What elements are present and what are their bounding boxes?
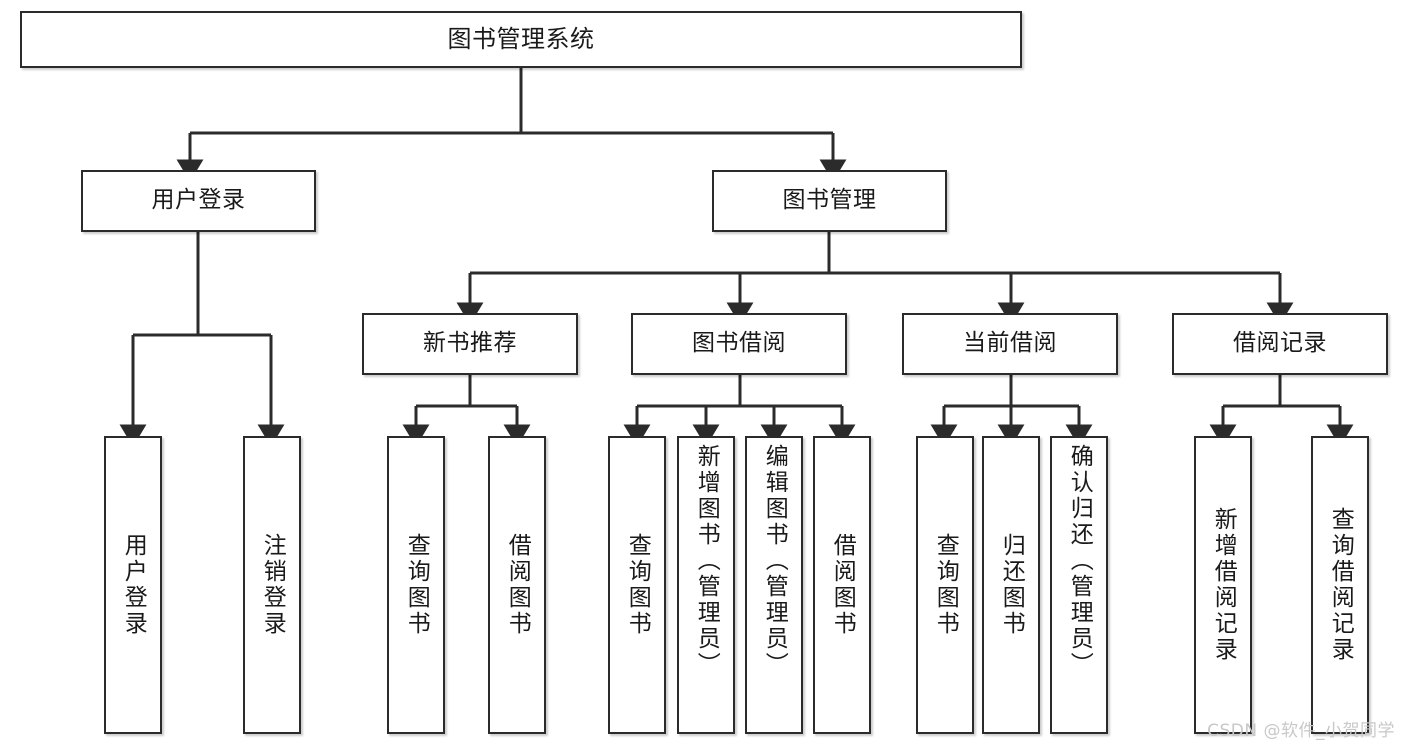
leaf-query-book-current[interactable]: 查询图书	[916, 436, 974, 734]
node-label: 当前借阅	[963, 330, 1057, 357]
leaf-borrow-book-recommend[interactable]: 借阅图书	[488, 436, 546, 734]
node-book-borrow[interactable]: 图书借阅	[631, 313, 847, 375]
node-label: 查询借阅记录	[1327, 507, 1354, 663]
leaf-logout-login[interactable]: 注销登录	[243, 436, 301, 734]
node-label: 用户登录	[151, 187, 246, 214]
node-label: 借阅图书	[829, 533, 856, 637]
leaf-edit-book-admin[interactable]: 编辑图书（管理员）	[745, 436, 803, 734]
leaf-borrow-book-borrow[interactable]: 借阅图书	[813, 436, 871, 734]
node-label: 图书管理	[782, 187, 877, 214]
node-label: 查询图书	[624, 533, 651, 637]
leaf-query-book-borrow[interactable]: 查询图书	[608, 436, 666, 734]
node-label: 归还图书	[998, 533, 1025, 637]
node-label: 图书管理系统	[447, 25, 595, 54]
node-root-book-management-system[interactable]: 图书管理系统	[20, 11, 1022, 68]
node-new-book-recommend[interactable]: 新书推荐	[362, 313, 578, 375]
node-label: 确认归还（管理员）	[1066, 444, 1093, 678]
node-current-borrow[interactable]: 当前借阅	[902, 313, 1118, 375]
node-label: 新书推荐	[423, 330, 517, 357]
node-label: 查询图书	[932, 533, 959, 637]
node-label: 编辑图书（管理员）	[761, 444, 788, 678]
node-user-login[interactable]: 用户登录	[81, 170, 316, 232]
leaf-query-book-recommend[interactable]: 查询图书	[387, 436, 445, 734]
leaf-user-login[interactable]: 用户登录	[104, 436, 162, 734]
csdn-watermark: CSDN @软件_小贺同学	[1207, 721, 1395, 741]
node-label: 用户登录	[120, 533, 147, 637]
node-label: 新增图书（管理员）	[693, 444, 720, 678]
node-label: 图书借阅	[692, 330, 786, 357]
leaf-add-borrow-record[interactable]: 新增借阅记录	[1194, 436, 1252, 734]
node-label: 借阅图书	[504, 533, 531, 637]
leaf-query-borrow-record[interactable]: 查询借阅记录	[1311, 436, 1369, 734]
node-label: 查询图书	[403, 533, 430, 637]
leaf-return-book[interactable]: 归还图书	[982, 436, 1040, 734]
node-label: 借阅记录	[1233, 330, 1327, 357]
leaf-confirm-return-admin[interactable]: 确认归还（管理员）	[1050, 436, 1108, 734]
leaf-add-book-admin[interactable]: 新增图书（管理员）	[677, 436, 735, 734]
node-label: 新增借阅记录	[1210, 507, 1237, 663]
node-borrow-record[interactable]: 借阅记录	[1172, 313, 1388, 375]
node-label: 注销登录	[259, 533, 286, 637]
node-book-management[interactable]: 图书管理	[712, 170, 947, 232]
